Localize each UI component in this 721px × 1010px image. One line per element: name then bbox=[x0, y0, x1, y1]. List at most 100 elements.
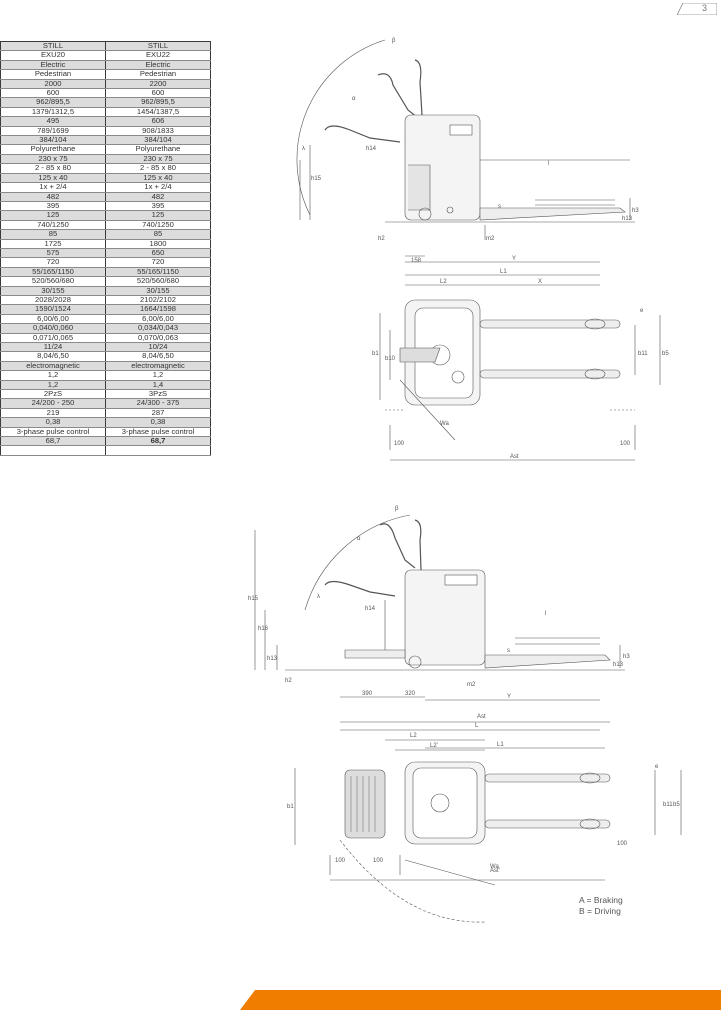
table-cell: Pedestrian bbox=[105, 69, 211, 80]
table-cell: Electric bbox=[105, 60, 211, 71]
label-h3-2: h3 bbox=[623, 654, 630, 660]
label-m2-2: m2 bbox=[467, 682, 476, 688]
table-cell: 1379/1312,5 bbox=[0, 107, 106, 118]
table-cell: 395 bbox=[105, 201, 211, 212]
label-h2-1: h2 bbox=[378, 236, 385, 242]
label-wa-2: Wa bbox=[490, 864, 499, 870]
label-h13b-2: h13 bbox=[613, 662, 624, 668]
legend-braking: A = Braking bbox=[579, 895, 623, 905]
table-cell: 908/1833 bbox=[105, 126, 211, 137]
label-lambda-2: λ bbox=[317, 594, 320, 600]
label-158-1: 158 bbox=[411, 258, 422, 264]
tiller-upper bbox=[377, 73, 419, 119]
label-b1-1: b1 bbox=[372, 351, 379, 357]
label-l1-2: L1 bbox=[497, 742, 504, 748]
table-cell: Pedestrian bbox=[0, 69, 106, 80]
table-cell: 125 x 40 bbox=[105, 173, 211, 184]
table-cell: electromagnetic bbox=[0, 361, 106, 372]
label-s-2: s bbox=[507, 648, 510, 654]
table-cell: 482 bbox=[0, 192, 106, 202]
table-cell: 11/24 bbox=[0, 342, 106, 353]
table-cell: 3-phase pulse control bbox=[105, 427, 211, 438]
tiller-swing-arc-2 bbox=[304, 514, 411, 611]
table-cell: 962/895,5 bbox=[105, 97, 211, 108]
label-beta-1: β bbox=[392, 38, 396, 44]
table-cell: Electric bbox=[0, 60, 106, 71]
label-100a-2: 100 bbox=[335, 858, 346, 864]
table-cell: 10/24 bbox=[105, 342, 211, 353]
table-header-cell: STILL bbox=[0, 41, 106, 52]
drive-wheel bbox=[418, 207, 432, 221]
platform-side bbox=[344, 649, 406, 659]
table-cell: 600 bbox=[0, 88, 106, 99]
label-h14-1: h14 bbox=[366, 146, 377, 152]
table-cell: 2028/2028 bbox=[0, 295, 106, 306]
table-cell: 520/560/680 bbox=[0, 276, 106, 287]
label-b11-2: b11 bbox=[663, 802, 673, 808]
label-b10-1: b10 bbox=[385, 356, 396, 362]
label-b5-1: b5 bbox=[662, 351, 669, 357]
table-cell: electromagnetic bbox=[105, 361, 211, 372]
table-cell: 482 bbox=[105, 192, 211, 202]
tiller-upright-2 bbox=[414, 519, 422, 596]
label-beta-2: β bbox=[395, 506, 399, 512]
diagram-platform-truck-dimensions: β α λ h15 h16 h13 h14 l h3 h13 s h2 m2 3… bbox=[248, 506, 682, 923]
label-h16-2: h16 bbox=[258, 626, 269, 632]
table-cell: 24/300 - 375 bbox=[105, 398, 211, 409]
table-cell: 2000 bbox=[0, 79, 106, 90]
table-cell: 30/155 bbox=[0, 286, 106, 296]
table-cell: 230 x 75 bbox=[0, 154, 106, 165]
label-wa-1: Wa bbox=[440, 421, 449, 427]
label-l1-1: L1 bbox=[500, 269, 507, 275]
table-cell: 68,7 bbox=[105, 436, 211, 447]
label-100-left-1: 100 bbox=[394, 441, 405, 447]
table-cell: 962/895,5 bbox=[0, 97, 106, 108]
label-h14-2: h14 bbox=[365, 606, 376, 612]
table-cell: 0,034/0,043 bbox=[105, 323, 211, 334]
table-cell: 740/1250 bbox=[0, 220, 106, 231]
label-h13-1: h13 bbox=[622, 216, 633, 222]
legend-driving: B = Driving bbox=[579, 906, 621, 916]
table-cell: 600 bbox=[105, 88, 211, 99]
table-cell: 8,04/6,50 bbox=[0, 351, 106, 362]
table-cell: 6,00/6,00 bbox=[0, 314, 106, 325]
tiller-upright bbox=[414, 59, 423, 141]
table-cell: 740/1250 bbox=[105, 220, 211, 231]
page-number-tab bbox=[677, 3, 717, 15]
table-cell: 125 bbox=[105, 210, 211, 221]
table-cell: EXU22 bbox=[105, 50, 211, 61]
table-cell: 2PzS bbox=[0, 389, 106, 400]
table-cell: 0,040/0,060 bbox=[0, 323, 106, 334]
table-header-cell: STILL bbox=[105, 41, 211, 52]
label-ast-1: Ast bbox=[510, 454, 519, 460]
table-cell: 1x + 2/4 bbox=[105, 182, 211, 193]
table-cell: 1725 bbox=[0, 239, 106, 249]
table-cell: 85 bbox=[0, 229, 106, 240]
table-cell: 55/165/1150 bbox=[0, 267, 106, 278]
label-l-top-2: L bbox=[475, 723, 479, 729]
label-l-1: l bbox=[548, 161, 549, 167]
table-cell: Polyurethane bbox=[0, 144, 106, 155]
label-100b-2: 100 bbox=[373, 858, 384, 864]
label-100c-2: 100 bbox=[617, 841, 628, 847]
label-x-1: X bbox=[538, 279, 542, 285]
footer-accent-band bbox=[240, 990, 721, 1010]
table-cell: 30/155 bbox=[105, 286, 211, 296]
table-cell: 8,04/6,50 bbox=[105, 351, 211, 362]
